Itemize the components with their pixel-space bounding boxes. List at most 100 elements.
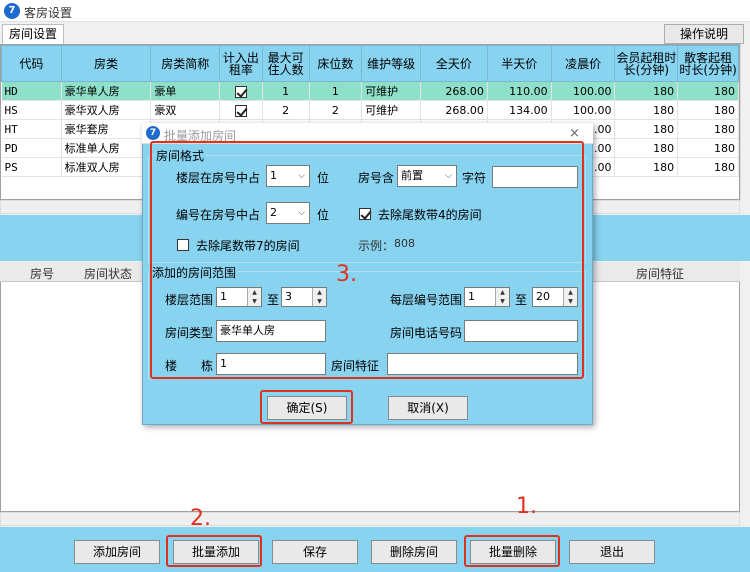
batch-delete-button[interactable]: 批量删除 bbox=[470, 540, 556, 564]
cell-code: HD bbox=[1, 81, 62, 101]
column-header[interactable]: 代码 bbox=[1, 45, 62, 82]
floor-to-spinner[interactable]: 3▲▼ bbox=[281, 287, 327, 307]
column-header[interactable]: 房类 bbox=[60, 45, 152, 82]
room-list-horizontal-scrollbar[interactable] bbox=[0, 512, 740, 526]
app-logo-icon: 7 bbox=[4, 3, 20, 19]
cell-member: 180 bbox=[614, 100, 679, 120]
column-header[interactable]: 散客起租时长(分钟) bbox=[677, 45, 739, 82]
column-header[interactable]: 维护等级 bbox=[361, 45, 422, 82]
col-room-feature: 房间特征 bbox=[636, 267, 685, 281]
ok-button[interactable]: 确定(S) bbox=[267, 396, 347, 420]
room-range-label: 添加的房间范围 bbox=[150, 264, 239, 281]
cell-code: HT bbox=[1, 119, 62, 139]
spinner-arrows-icon[interactable]: ▲▼ bbox=[495, 288, 509, 306]
example-label: 示例： bbox=[358, 239, 395, 253]
cell-guest: 180 bbox=[677, 81, 739, 101]
room-phone-label: 房间电话号码 bbox=[390, 326, 463, 340]
tab-room-settings[interactable]: 房间设置 bbox=[2, 24, 65, 44]
number-digits-select[interactable]: 2⌵ bbox=[266, 202, 310, 224]
cell-early: 100.00 bbox=[551, 100, 616, 120]
dialog-title: 批量添加房间 bbox=[164, 129, 237, 143]
cell-member: 180 bbox=[614, 157, 679, 177]
grid-vertical-scrollbar[interactable] bbox=[740, 44, 750, 200]
cell-code: PD bbox=[1, 138, 62, 158]
number-digits-label: 编号在房号中占 bbox=[176, 208, 261, 222]
prefix-select[interactable]: 前置⌵ bbox=[397, 165, 457, 187]
room-feature-label: 房间特征 bbox=[331, 359, 380, 373]
floor-from-spinner[interactable]: 1▲▼ bbox=[216, 287, 262, 307]
rate-checkbox-cell bbox=[219, 81, 263, 101]
prefix-char-input[interactable] bbox=[492, 166, 578, 188]
column-header[interactable]: 计入出租率 bbox=[219, 45, 263, 82]
num-to-spinner[interactable]: 20▲▼ bbox=[532, 287, 578, 307]
spinner-arrows-icon[interactable]: ▲▼ bbox=[312, 288, 326, 306]
batch-add-button[interactable]: 批量添加 bbox=[173, 540, 259, 564]
cell-maint: 可维护 bbox=[361, 100, 422, 120]
cell-type: 标准单人房 bbox=[61, 138, 152, 158]
prefix-label: 房号含 bbox=[358, 171, 395, 185]
room-type-input[interactable]: 豪华单人房 bbox=[216, 320, 326, 342]
cell-beds: 1 bbox=[309, 81, 363, 101]
column-header[interactable]: 凌晨价 bbox=[550, 45, 616, 82]
floor-digits-unit: 位 bbox=[317, 171, 330, 185]
cell-member: 180 bbox=[614, 119, 679, 139]
char-label: 字符 bbox=[462, 171, 487, 185]
save-button[interactable]: 保存 bbox=[272, 540, 358, 564]
building-input[interactable]: 1 bbox=[216, 353, 326, 375]
cell-max: 2 bbox=[262, 100, 310, 120]
cell-code: PS bbox=[1, 157, 62, 177]
dialog-title-bar bbox=[142, 123, 593, 144]
column-header[interactable]: 床位数 bbox=[308, 45, 363, 82]
cancel-button[interactable]: 取消(X) bbox=[388, 396, 468, 420]
column-header[interactable]: 全天价 bbox=[420, 45, 488, 82]
annotation-3: 3. bbox=[336, 262, 357, 287]
cell-type: 豪华套房 bbox=[61, 119, 152, 139]
col-room-no: 房号 bbox=[30, 267, 55, 281]
dialog-logo-icon: 7 bbox=[146, 126, 160, 140]
cell-short: 豪单 bbox=[150, 81, 221, 101]
rate-checkbox[interactable] bbox=[234, 104, 247, 117]
highlight-batch-add bbox=[166, 535, 262, 567]
add-room-button[interactable]: 添加房间 bbox=[74, 540, 160, 564]
chevron-down-icon: ⌵ bbox=[298, 171, 305, 181]
cell-full: 268.00 bbox=[420, 100, 488, 120]
rate-checkbox-cell bbox=[219, 100, 263, 120]
room-phone-input[interactable] bbox=[464, 320, 578, 342]
column-header[interactable]: 会员起租时长(分钟) bbox=[614, 45, 679, 82]
cell-half: 134.00 bbox=[487, 100, 552, 120]
chevron-down-icon: ⌵ bbox=[298, 208, 305, 218]
column-header[interactable]: 半天价 bbox=[486, 45, 552, 82]
room-type-label: 房间类型 bbox=[165, 326, 214, 340]
chevron-down-icon: ⌵ bbox=[445, 171, 452, 181]
floor-digits-select[interactable]: 1⌵ bbox=[266, 165, 310, 187]
num-to-label: 至 bbox=[515, 293, 528, 307]
spinner-arrows-icon[interactable]: ▲▼ bbox=[563, 288, 577, 306]
dialog-close-icon[interactable]: × bbox=[569, 126, 580, 141]
cell-member: 180 bbox=[614, 138, 679, 158]
cell-guest: 180 bbox=[677, 157, 739, 177]
room-list-vertical-scrollbar[interactable] bbox=[740, 262, 750, 512]
number-digits-unit: 位 bbox=[317, 208, 330, 222]
tab-row bbox=[0, 22, 750, 44]
annotation-2: 2. bbox=[190, 506, 211, 531]
column-header[interactable]: 最大可住人数 bbox=[261, 45, 310, 82]
exclude7-checkbox[interactable] bbox=[177, 237, 189, 251]
column-header[interactable]: 房类简称 bbox=[150, 45, 221, 82]
cell-member: 180 bbox=[614, 81, 679, 101]
cell-short: 豪双 bbox=[150, 100, 221, 120]
cell-code: HS bbox=[1, 100, 62, 120]
room-feature-input[interactable] bbox=[387, 353, 578, 375]
cell-maint: 可维护 bbox=[361, 81, 422, 101]
floor-to-label: 至 bbox=[267, 293, 280, 307]
exit-button[interactable]: 退出 bbox=[569, 540, 655, 564]
num-from-spinner[interactable]: 1▲▼ bbox=[464, 287, 510, 307]
building-label: 楼 栋 bbox=[165, 359, 214, 373]
delete-room-button[interactable]: 删除房间 bbox=[371, 540, 457, 564]
help-button[interactable]: 操作说明 bbox=[664, 24, 744, 44]
cell-early: 100.00 bbox=[551, 81, 616, 101]
rate-checkbox[interactable] bbox=[234, 85, 247, 98]
exclude4-checkbox[interactable] bbox=[359, 206, 371, 220]
spinner-arrows-icon[interactable]: ▲▼ bbox=[247, 288, 261, 306]
